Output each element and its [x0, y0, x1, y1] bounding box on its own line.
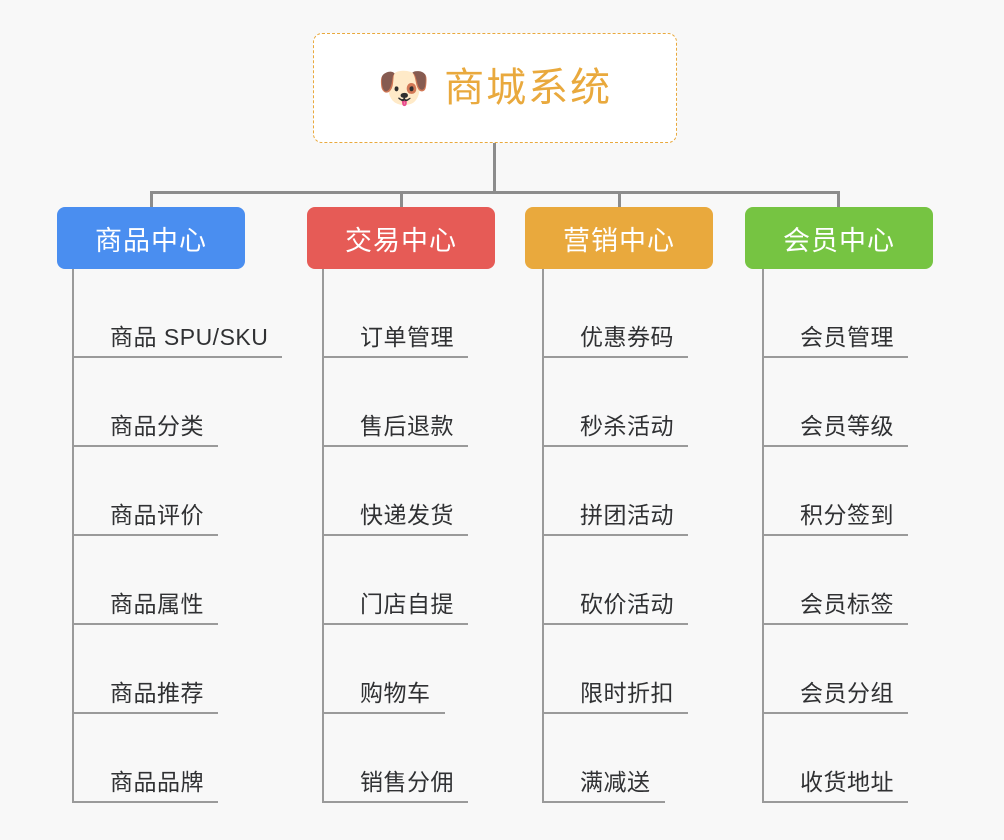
- leaf-item[interactable]: 会员标签: [762, 536, 908, 625]
- leaf-label: 限时折扣: [580, 679, 674, 706]
- leaf-underline: 购物车: [322, 679, 445, 714]
- leaf-underline: 会员管理: [762, 323, 908, 358]
- leaf-underline: 商品品牌: [72, 768, 218, 803]
- leaf-label: 商品品牌: [110, 768, 204, 795]
- leaf-item[interactable]: 拼团活动: [542, 447, 688, 536]
- leaf-underline: 会员分组: [762, 679, 908, 714]
- leaf-underline: 积分签到: [762, 501, 908, 536]
- leaf-underline: 优惠券码: [542, 323, 688, 358]
- leaf-item[interactable]: 销售分佣: [322, 714, 468, 803]
- leaf-item[interactable]: 售后退款: [322, 358, 468, 447]
- leaf-item[interactable]: 门店自提: [322, 536, 468, 625]
- leaf-label: 快递发货: [360, 501, 454, 528]
- drop-connector-2: [400, 191, 403, 209]
- leaf-item[interactable]: 限时折扣: [542, 625, 688, 714]
- leaf-item[interactable]: 优惠券码: [542, 269, 688, 358]
- leaf-item[interactable]: 会员管理: [762, 269, 908, 358]
- leaf-underline: 收货地址: [762, 768, 908, 803]
- shiba-dog-icon: 🐶: [377, 64, 431, 111]
- leaf-label: 收货地址: [800, 768, 894, 795]
- leaf-item[interactable]: 会员分组: [762, 625, 908, 714]
- leaf-label: 销售分佣: [360, 768, 454, 795]
- leaf-underline: 拼团活动: [542, 501, 688, 536]
- leaf-underline: 秒杀活动: [542, 412, 688, 447]
- leaf-item[interactable]: 满减送: [542, 714, 665, 803]
- leaf-underline: 满减送: [542, 768, 665, 803]
- leaf-spine: [762, 269, 764, 803]
- leaf-label: 会员等级: [800, 412, 894, 439]
- leaf-item[interactable]: 秒杀活动: [542, 358, 688, 447]
- leaf-underline: 订单管理: [322, 323, 468, 358]
- leaf-item[interactable]: 商品品牌: [72, 714, 218, 803]
- leaf-underline: 限时折扣: [542, 679, 688, 714]
- leaf-label: 会员分组: [800, 679, 894, 706]
- leaf-item[interactable]: 商品 SPU/SKU: [72, 269, 283, 358]
- leaf-label: 商品推荐: [110, 679, 204, 706]
- leaf-underline: 商品分类: [72, 412, 218, 447]
- leaf-item[interactable]: 商品推荐: [72, 625, 218, 714]
- leaf-underline: 销售分佣: [322, 768, 468, 803]
- leaf-underline: 会员标签: [762, 590, 908, 625]
- leaf-label: 购物车: [360, 679, 431, 706]
- leaf-underline: 售后退款: [322, 412, 468, 447]
- leaf-label: 秒杀活动: [580, 412, 674, 439]
- leaf-underline: 砍价活动: [542, 590, 688, 625]
- branch-label: 营销中心: [563, 225, 675, 256]
- leaf-spine: [322, 269, 324, 803]
- branch-box-交易中心[interactable]: 交易中心: [307, 207, 495, 269]
- leaf-underline: 商品评价: [72, 501, 218, 536]
- trunk-connector: [493, 143, 496, 193]
- leaf-item[interactable]: 会员等级: [762, 358, 908, 447]
- leaf-underline: 商品属性: [72, 590, 218, 625]
- leaf-label: 商品属性: [110, 590, 204, 617]
- leaf-item[interactable]: 收货地址: [762, 714, 908, 803]
- leaf-label: 砍价活动: [580, 590, 674, 617]
- leaf-underline: 门店自提: [322, 590, 468, 625]
- leaf-label: 商品评价: [110, 501, 204, 528]
- leaf-label: 积分签到: [800, 501, 894, 528]
- leaf-underline: 会员等级: [762, 412, 908, 447]
- branch-label: 商品中心: [95, 225, 207, 256]
- leaf-label: 售后退款: [360, 412, 454, 439]
- leaf-label: 商品 SPU/SKU: [110, 323, 269, 350]
- leaf-underline: 商品 SPU/SKU: [72, 323, 283, 358]
- leaf-label: 满减送: [580, 768, 651, 795]
- leaf-item[interactable]: 订单管理: [322, 269, 468, 358]
- leaf-underline: 快递发货: [322, 501, 468, 536]
- leaf-label: 订单管理: [360, 323, 454, 350]
- leaf-underline: 商品推荐: [72, 679, 218, 714]
- leaf-item[interactable]: 积分签到: [762, 447, 908, 536]
- root-node[interactable]: 🐶 商城系统: [313, 33, 677, 143]
- branch-bar-connector: [150, 191, 840, 194]
- leaf-item[interactable]: 砍价活动: [542, 536, 688, 625]
- leaf-label: 会员管理: [800, 323, 894, 350]
- leaf-label: 拼团活动: [580, 501, 674, 528]
- leaf-item[interactable]: 商品属性: [72, 536, 218, 625]
- leaf-label: 会员标签: [800, 590, 894, 617]
- leaf-label: 商品分类: [110, 412, 204, 439]
- leaf-spine: [72, 269, 74, 803]
- drop-connector-1: [150, 191, 153, 209]
- branch-label: 交易中心: [345, 225, 457, 256]
- branch-box-会员中心[interactable]: 会员中心: [745, 207, 933, 269]
- leaf-label: 优惠券码: [580, 323, 674, 350]
- branch-box-商品中心[interactable]: 商品中心: [57, 207, 245, 269]
- leaf-spine: [542, 269, 544, 803]
- leaf-item[interactable]: 商品评价: [72, 447, 218, 536]
- leaf-item[interactable]: 商品分类: [72, 358, 218, 447]
- drop-connector-3: [618, 191, 621, 209]
- leaf-label: 门店自提: [360, 590, 454, 617]
- leaf-item[interactable]: 快递发货: [322, 447, 468, 536]
- branch-label: 会员中心: [783, 225, 895, 256]
- leaf-item[interactable]: 购物车: [322, 625, 445, 714]
- drop-connector-4: [837, 191, 840, 209]
- branch-box-营销中心[interactable]: 营销中心: [525, 207, 713, 269]
- root-title: 商城系统: [444, 66, 613, 110]
